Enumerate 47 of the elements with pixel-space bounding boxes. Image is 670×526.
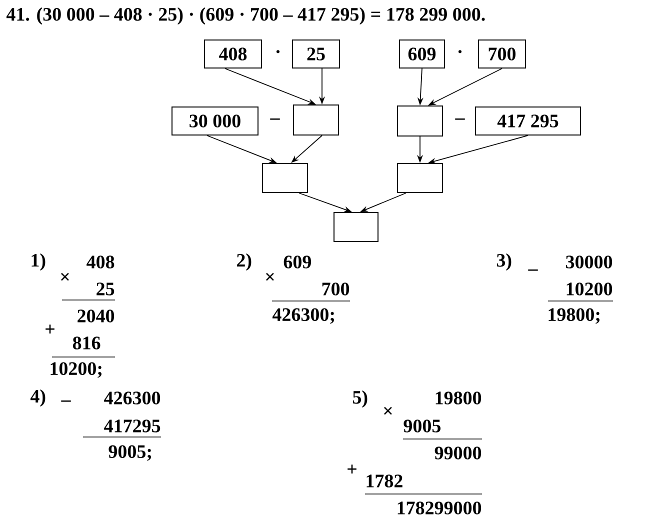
number: 426300 (104, 392, 160, 404)
number: 25 (96, 282, 114, 296)
number-box: 609 (399, 40, 445, 68)
number: 10200 (566, 282, 612, 296)
empty-box (397, 106, 443, 136)
step-number: 1) (32, 253, 46, 271)
number: 609 (284, 256, 312, 268)
empty-box (397, 163, 443, 193)
empty-box (334, 212, 378, 242)
operator-sign: · (276, 50, 280, 54)
number: 9005; (108, 445, 151, 461)
number-box: 408 (204, 40, 262, 68)
number: 1782 (366, 474, 402, 488)
number: 2040 (78, 310, 114, 322)
operator-sign: – (270, 118, 280, 120)
operator-sign: × (266, 272, 274, 281)
number: 426300; (272, 308, 334, 324)
number-box: 30 000 (172, 106, 258, 136)
step-number: 4) (30, 389, 46, 407)
number: 10200; (50, 362, 102, 378)
empty-box (262, 163, 308, 193)
number: 417295 (104, 420, 160, 432)
empty-box (293, 104, 339, 136)
number: 19800 (436, 392, 482, 404)
number: 9005 (404, 420, 440, 432)
task-heading: 41. (30 000 – 408 · 25) · (609 · 700 – 417 295) = 178 299 000. (6, 7, 485, 25)
number-box: 700 (478, 40, 526, 68)
operator-sign: × (384, 406, 392, 415)
step-number: 2) (237, 253, 252, 271)
operator-sign: × (61, 272, 69, 281)
number: 19800; (548, 308, 600, 324)
step-number: 5) (352, 390, 368, 408)
step-number: 3) (496, 253, 512, 271)
number-box: 25 (292, 40, 340, 68)
number: 178299000 (398, 502, 482, 514)
operator-sign: – (61, 400, 71, 402)
operator-sign: · (458, 50, 462, 54)
number: 30000 (566, 256, 612, 268)
number: 99000 (434, 446, 482, 460)
number: 816 (72, 336, 100, 350)
operator-sign: – (528, 269, 538, 271)
operator-sign: – (455, 118, 465, 120)
number: 408 (86, 256, 114, 268)
operator-sign: + (46, 324, 54, 334)
number: 700 (322, 282, 350, 296)
number-box: 417 295 (475, 106, 581, 136)
operator-sign: + (348, 464, 356, 474)
